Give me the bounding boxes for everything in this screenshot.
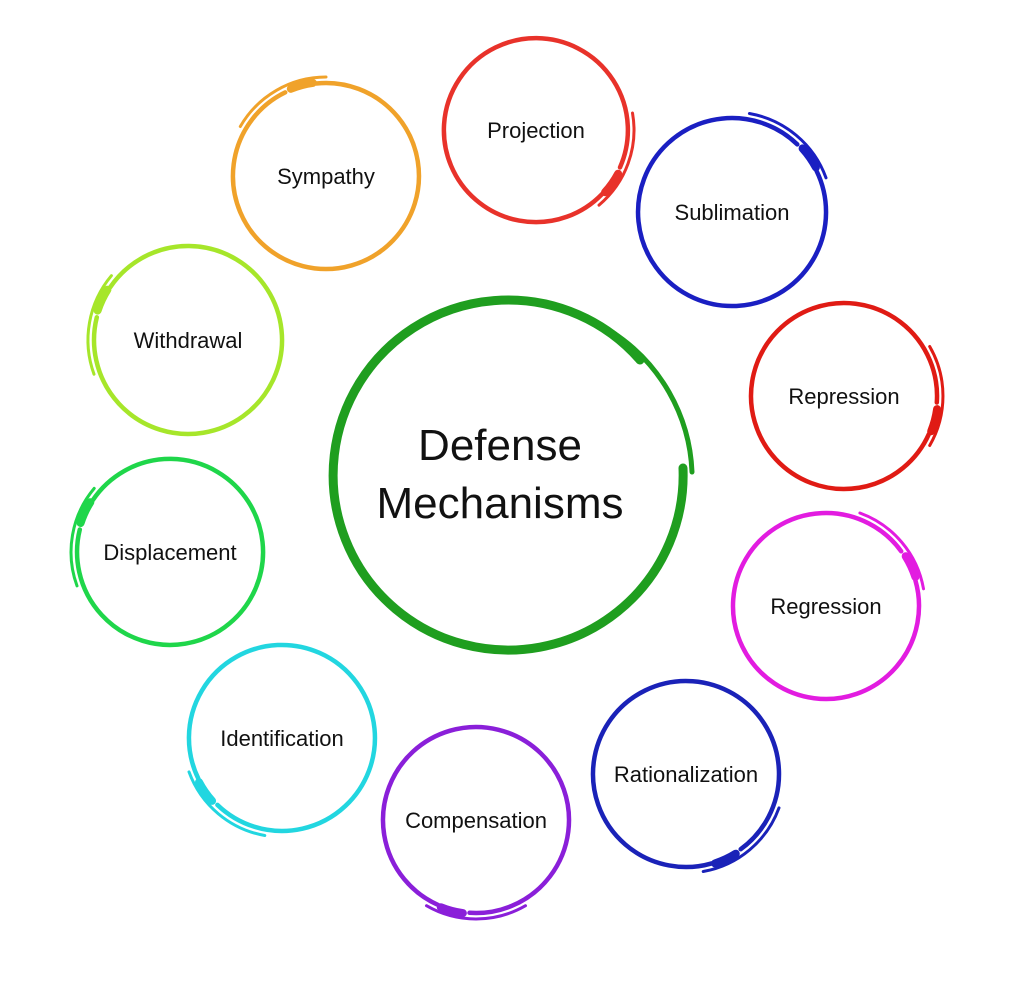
node-brush-projection (601, 169, 623, 197)
node-ring-compensation (380, 724, 572, 916)
node-sublimation: Sublimation (635, 112, 829, 309)
center-node: Defense Mechanisms (328, 295, 695, 655)
node-repression: Repression (748, 300, 945, 492)
node-ring-projection (441, 35, 631, 225)
node-label-regression: Regression (770, 594, 881, 619)
node-ring-displacement (74, 456, 266, 648)
node-ring-sublimation (635, 115, 829, 309)
center-ring (328, 295, 688, 655)
node-brush-compensation (436, 903, 467, 918)
node-projection: Projection (441, 35, 636, 225)
node-label-identification: Identification (220, 726, 344, 751)
node-brush-displacement (76, 498, 95, 527)
node-label-sympathy: Sympathy (277, 164, 375, 189)
node-identification: Identification (186, 642, 378, 837)
node-sympathy: Sympathy (230, 75, 422, 272)
node-label-compensation: Compensation (405, 808, 547, 833)
node-ring-withdrawal (91, 243, 285, 437)
center-ring-overlap (609, 329, 695, 475)
node-flourish-displacement (69, 486, 96, 588)
node-ring-identification (186, 642, 378, 834)
node-rationalization: Rationalization (590, 678, 782, 873)
node-brush-regression (901, 552, 920, 581)
node-withdrawal: Withdrawal (86, 243, 285, 437)
node-flourish-sympathy (238, 75, 328, 128)
node-flourish-projection (597, 111, 636, 207)
node-displacement: Displacement (69, 456, 266, 648)
node-label-repression: Repression (788, 384, 899, 409)
node-brush-identification (195, 778, 217, 805)
node-ring-sympathy (230, 80, 422, 272)
node-label-rationalization: Rationalization (614, 762, 758, 787)
node-flourish-rationalization (701, 806, 781, 873)
node-regression: Regression (730, 510, 925, 702)
node-flourish-regression (858, 511, 925, 591)
node-compensation: Compensation (380, 724, 572, 921)
node-label-withdrawal: Withdrawal (134, 328, 243, 353)
node-ring-regression (730, 510, 922, 702)
node-ring-repression (748, 300, 940, 492)
center-title-line2: Mechanisms (377, 479, 624, 528)
center-title-line1: Defense (418, 421, 582, 470)
node-flourish-compensation (425, 904, 527, 921)
node-label-sublimation: Sublimation (675, 200, 790, 225)
node-flourish-repression (928, 345, 945, 447)
node-label-displacement: Displacement (103, 540, 236, 565)
node-label-projection: Projection (487, 118, 585, 143)
node-flourish-identification (187, 770, 267, 837)
node-brush-rationalization (711, 849, 740, 868)
node-brush-sympathy (286, 78, 317, 93)
nodes-layer: ProjectionSublimationRepressionRegressio… (69, 35, 945, 921)
node-brush-withdrawal (93, 285, 112, 315)
node-ring-rationalization (590, 678, 782, 870)
node-flourish-withdrawal (86, 274, 113, 376)
node-flourish-sublimation (747, 112, 828, 180)
node-brush-repression (927, 405, 942, 436)
node-brush-sublimation (798, 144, 820, 172)
